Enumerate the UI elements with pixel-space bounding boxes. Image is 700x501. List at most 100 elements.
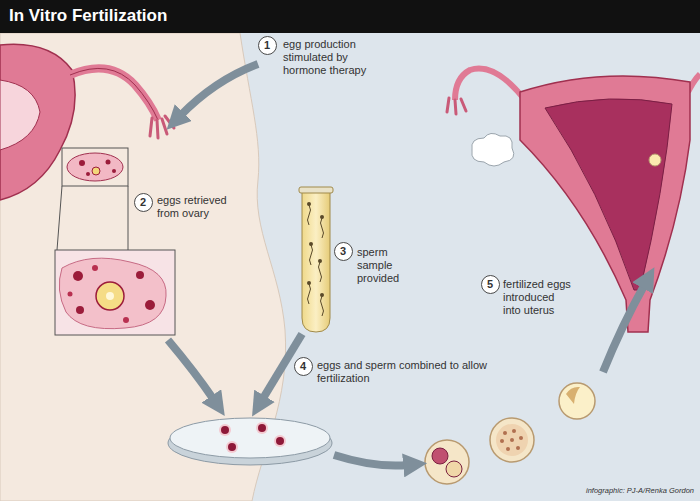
test-tube	[309, 242, 313, 246]
ovary-inset	[55, 250, 175, 335]
embryos	[559, 383, 595, 419]
test-tube	[308, 205, 311, 225]
embryos	[432, 448, 448, 464]
ovary-inset	[73, 271, 83, 281]
petri-dish	[226, 441, 238, 453]
embryos	[566, 387, 580, 404]
petri-dish	[170, 418, 330, 458]
left-ovary	[79, 160, 85, 166]
embryos	[500, 439, 504, 443]
left-uterus	[70, 68, 158, 120]
test-tube	[299, 187, 333, 332]
embryos	[425, 383, 595, 484]
right-uterus	[455, 69, 525, 100]
petri-dish	[258, 424, 266, 432]
step-label: eggs and sperm combined to allow fertili…	[317, 359, 495, 385]
right-uterus	[545, 99, 672, 290]
left-ovary	[92, 167, 100, 175]
ovary-inset	[145, 300, 155, 310]
callout-number: 3	[340, 245, 346, 257]
ovary-inset	[136, 271, 144, 279]
left-uterus	[0, 44, 174, 200]
left-uterus	[70, 68, 158, 120]
callout-circle: 3	[334, 242, 353, 261]
test-tube	[307, 281, 311, 285]
left-uterus	[150, 116, 174, 138]
left-ovary	[67, 153, 123, 181]
petri-dish	[228, 443, 236, 451]
ovary-inset	[68, 292, 73, 297]
test-tube	[308, 284, 311, 304]
test-tube	[321, 218, 324, 238]
callout-number: 1	[264, 39, 270, 51]
petri-dish	[221, 426, 229, 434]
flow-arrow	[334, 455, 408, 466]
left-ovary	[106, 160, 111, 165]
test-tube	[318, 259, 322, 263]
flow-arrow	[180, 64, 258, 116]
credit-text: infographic: PJ-A/Renka Gordon	[586, 486, 694, 496]
test-tube	[319, 262, 322, 282]
flow-arrow	[168, 340, 214, 400]
title-bar: In Vitro Fertilization	[0, 0, 700, 33]
zoom-box	[128, 186, 129, 250]
embryos	[503, 431, 507, 435]
left-ovary	[86, 172, 90, 176]
left-uterus	[0, 80, 40, 150]
petri-dish	[168, 418, 332, 465]
test-tube	[299, 187, 333, 193]
right-uterus	[447, 69, 700, 332]
left-uterus	[0, 44, 75, 200]
title: In Vitro Fertilization	[9, 6, 167, 26]
test-tube	[307, 202, 311, 206]
petri-dish	[219, 424, 231, 436]
callout-circle: 1	[258, 36, 277, 55]
test-tube	[321, 296, 324, 316]
ovary-inset	[59, 258, 166, 329]
zoom-box	[57, 186, 62, 250]
flow-arrow	[603, 284, 645, 372]
zoom-box	[62, 148, 128, 186]
embryos	[519, 436, 523, 440]
embryos	[510, 438, 514, 442]
petri-dish	[276, 437, 284, 445]
test-tube	[320, 293, 324, 297]
ovary-inset	[92, 265, 98, 271]
ovary-inset	[96, 282, 124, 310]
ovary-inset	[55, 250, 175, 335]
embryos	[516, 446, 520, 450]
callout-number: 5	[487, 278, 493, 290]
callout-circle: 4	[294, 357, 313, 376]
embryos	[512, 429, 516, 433]
embryos	[496, 424, 528, 456]
ovary-inset	[106, 292, 114, 300]
embryos	[506, 447, 510, 451]
step-label: fertilized eggs introduced into uterus	[503, 278, 575, 317]
zoom-box	[57, 148, 128, 250]
callout-circle: 5	[481, 275, 500, 294]
ovary-inset	[123, 317, 129, 323]
test-tube	[320, 215, 324, 219]
left-ovary	[112, 169, 116, 173]
embryos	[490, 418, 534, 462]
embryos	[425, 440, 469, 484]
embryos	[446, 461, 462, 477]
petri-dish	[256, 422, 268, 434]
flow-arrow	[168, 64, 645, 466]
right-uterus	[447, 98, 466, 114]
step-label: sperm sample provided	[357, 246, 419, 285]
callout-number: 4	[300, 360, 306, 372]
right-uterus	[649, 154, 661, 166]
ovary-inset	[76, 306, 84, 314]
callout-circle: 2	[134, 193, 153, 212]
test-tube	[302, 192, 330, 332]
step-label: egg production stimulated by hormone the…	[283, 38, 371, 77]
test-tube	[310, 245, 313, 265]
petri-dish	[274, 435, 286, 447]
left-ovary	[67, 153, 123, 181]
step-label: eggs retrieved from ovary	[157, 194, 242, 220]
callout-number: 2	[140, 196, 146, 208]
